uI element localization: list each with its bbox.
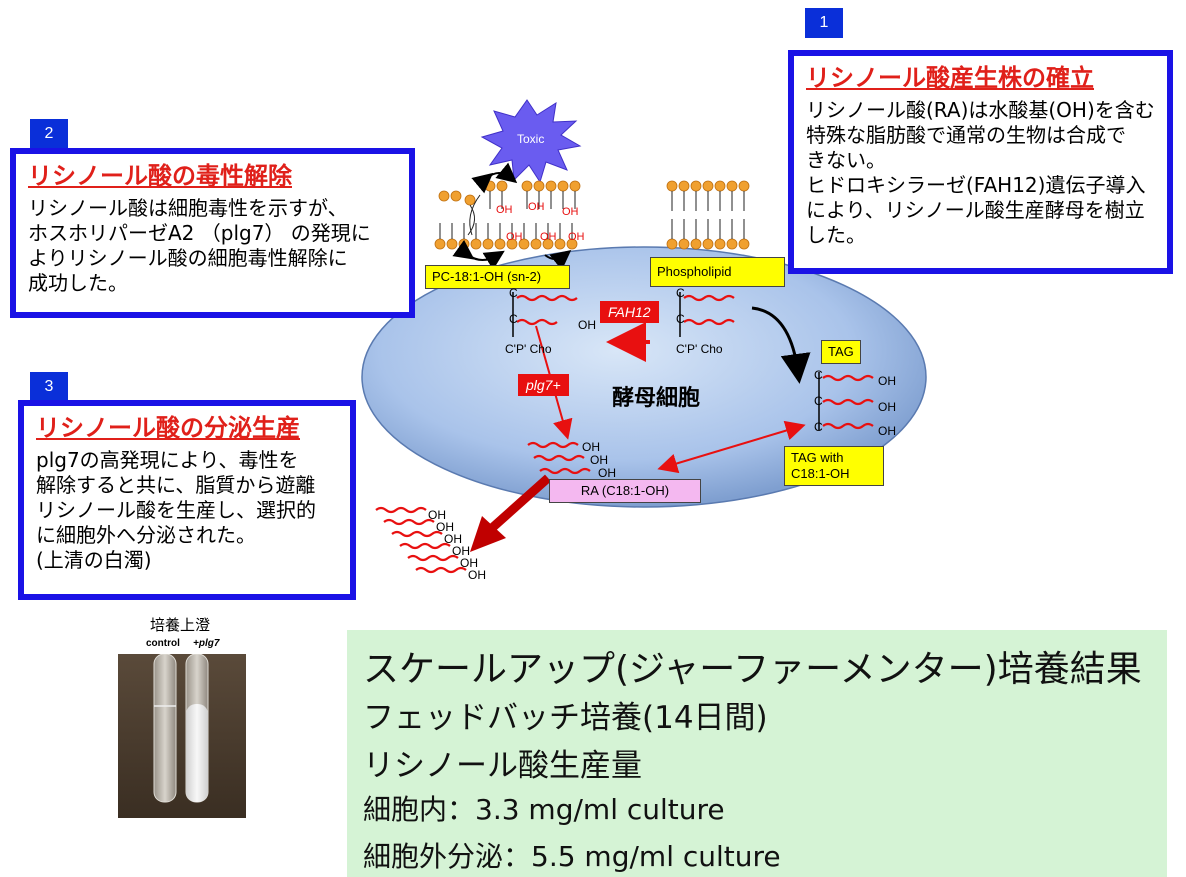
c-label: C [814, 420, 823, 434]
c-label: C [509, 312, 518, 326]
secretion-arrow [470, 474, 551, 552]
svg-text:OH: OH [496, 204, 513, 216]
box1-body: リシノール酸(RA)は水酸基(OH)を含む 特殊な脂肪酸で通常の生物は合成で き… [806, 98, 1155, 248]
results-line-3: リシノール酸生産量 [363, 748, 642, 784]
box3-line: に細胞外へ分泌された。 [36, 523, 256, 547]
toxic-label: Toxic [517, 132, 545, 146]
box3-line: リシノール酸を生産し、選択的 [36, 498, 316, 522]
culture-tubes-photo [118, 654, 246, 818]
cho-left-label: C'P' Cho [505, 342, 552, 356]
box3-line: (上清の白濁) [36, 548, 152, 572]
arrow-phospholipid-to-tag [751, 306, 811, 384]
box1-line: リシノール酸(RA)は水酸基(OH)を含む [806, 98, 1155, 122]
box1-line: により、リシノール酸生産酵母を樹立 [806, 198, 1145, 222]
oh-label: OH [468, 568, 486, 582]
ra-label: RA (C18:1-OH) [549, 479, 701, 503]
results-line-1: スケールアップ(ジャーファーメンター)培養結果 [363, 649, 1142, 690]
svg-text:OH: OH [568, 231, 585, 243]
oh-label: OH [460, 556, 478, 570]
oh-label: OH [436, 520, 454, 534]
box1-line: ヒドロキシラーゼ(FAH12)遺伝子導入 [806, 173, 1146, 197]
tag-with-line-1: TAG with [791, 450, 844, 465]
oh-label: OH [428, 508, 446, 522]
c-label: C [814, 368, 823, 382]
box2-line: よりリシノール酸の細胞毒性解除に [28, 246, 348, 270]
results-line-5: 細胞外分泌：5.5 mg/ml culture [363, 840, 781, 873]
oh-label: OH [590, 453, 608, 467]
box2-line: リシノール酸は細胞毒性を示すが、 [28, 196, 348, 220]
c-label: C [676, 312, 685, 326]
results-line-4: 細胞内：3.3 mg/ml culture [363, 793, 725, 826]
box2-line: 成功した。 [28, 271, 128, 295]
secreted-ra-chains [375, 506, 467, 574]
oh-label: OH [878, 374, 896, 388]
right-membrane [666, 180, 750, 250]
plg7-label: plg7+ [518, 374, 569, 396]
oh-label: OH [598, 466, 616, 480]
photo-caption: 培養上澄 [150, 616, 211, 634]
c-label: C [676, 286, 685, 300]
fah12-label: FAH12 [600, 301, 659, 323]
phospholipid-label: Phospholipid [650, 257, 785, 287]
tag-with-label: TAG with C18:1-OH [784, 446, 884, 486]
cell-label: 酵母細胞 [612, 386, 701, 411]
oh-label: OH [578, 318, 596, 332]
box2-panel: リシノール酸の毒性解除 リシノール酸は細胞毒性を示すが、 ホスホリパーゼA2 （… [10, 148, 415, 318]
arrow-ra-tag [657, 420, 806, 474]
box1-line: きない。 [806, 148, 886, 172]
box3-body: plg7の高発現により、毒性を 解除すると共に、脂質から遊離 リシノール酸を生産… [36, 448, 338, 573]
box1-line: した。 [806, 223, 866, 247]
ra-chains [527, 441, 591, 475]
oh-label: OH [878, 424, 896, 438]
box1-number: 1 [805, 8, 843, 38]
box3-panel: リシノール酸の分泌生産 plg7の高発現により、毒性を 解除すると共に、脂質から… [18, 400, 356, 600]
pc-molecule [512, 292, 578, 337]
tag-with-line-2: C18:1-OH [791, 466, 850, 481]
box1-line: 特殊な脂肪酸で通常の生物は合成で [806, 123, 1126, 147]
svg-text:OH: OH [506, 231, 523, 243]
box2-number: 2 [30, 119, 68, 149]
tag-label: TAG [821, 340, 861, 364]
box1-title: リシノール酸産生株の確立 [806, 64, 1094, 92]
control-tube [153, 654, 177, 803]
box2-title: リシノール酸の毒性解除 [28, 162, 292, 190]
photo-plg7-label: +plg7 [193, 638, 220, 649]
oh-label: OH [444, 532, 462, 546]
phospholipid-molecule [679, 292, 735, 337]
cho-right-label: C'P' Cho [676, 342, 723, 356]
left-membrane: OH OH OH OH OH OH [434, 162, 585, 271]
svg-text:OH: OH [540, 231, 557, 243]
pc-label: PC-18:1-OH (sn-2) [425, 265, 570, 289]
svg-text:OH: OH [528, 201, 545, 213]
c-label: C [509, 286, 518, 300]
oh-label: OH [582, 440, 600, 454]
oh-label: OH [878, 400, 896, 414]
box2-body: リシノール酸は細胞毒性を示すが、 ホスホリパーゼA2 （plg7） の発現に よ… [28, 196, 397, 296]
oh-label: OH [452, 544, 470, 558]
photo-control-label: control [146, 638, 180, 649]
results-line-2: フェッドバッチ培養(14日間) [363, 700, 768, 736]
svg-text:OH: OH [562, 206, 579, 218]
box3-number: 3 [30, 372, 68, 402]
box3-line: plg7の高発現により、毒性を [36, 448, 299, 472]
box2-line: ホスホリパーゼA2 （plg7） の発現に [28, 221, 371, 245]
box3-title: リシノール酸の分泌生産 [36, 414, 300, 442]
results-panel: スケールアップ(ジャーファーメンター)培養結果 フェッドバッチ培養(14日間) … [347, 630, 1167, 877]
c-label: C [814, 394, 823, 408]
box3-line: 解除すると共に、脂質から遊離 [36, 473, 316, 497]
tag-molecule [818, 372, 874, 430]
box1-panel: リシノール酸産生株の確立 リシノール酸(RA)は水酸基(OH)を含む 特殊な脂肪… [788, 50, 1173, 274]
